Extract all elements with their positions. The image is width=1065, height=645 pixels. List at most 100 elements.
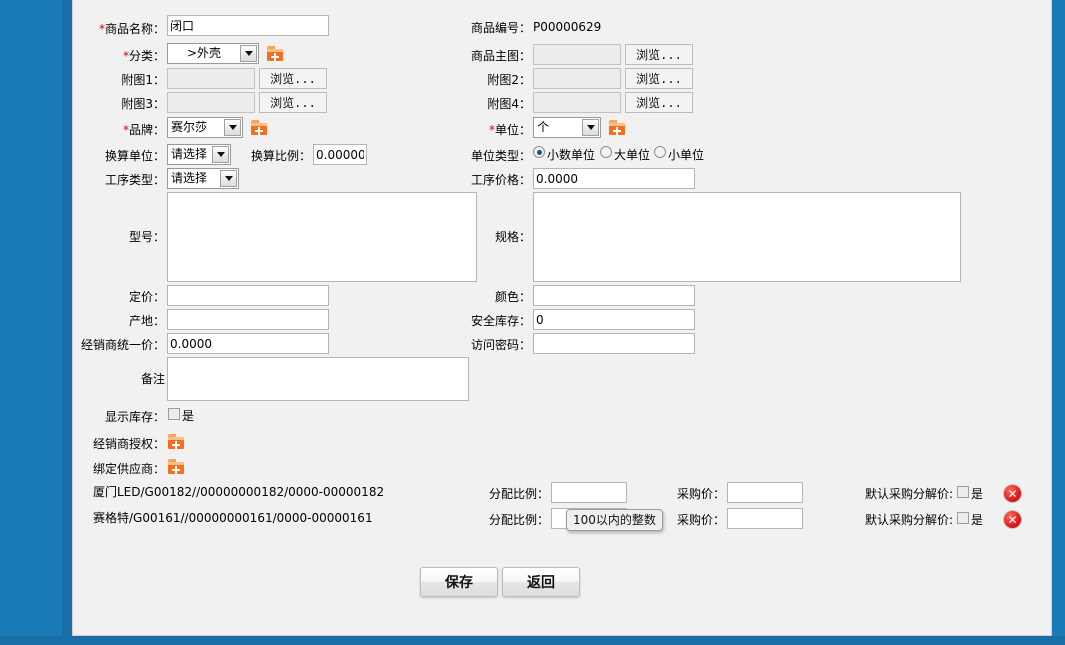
convert-unit-select[interactable]: 请选择 [167, 144, 231, 165]
show-stock-label: 显示库存： [104, 410, 165, 424]
brand-select-value: 赛尔莎 [171, 120, 208, 134]
add-unit-folder-icon[interactable] [609, 120, 625, 135]
image1-browse-button[interactable]: 浏览... [259, 68, 327, 89]
product-name-input[interactable] [167, 15, 329, 36]
unit-type-radio-1[interactable] [600, 146, 612, 158]
supplier-row-0-purchase-label: 采购价： [676, 487, 725, 501]
supplier-row-1-text: 赛格特/G00161//00000000161/0000-00000161 [93, 511, 373, 525]
unit-type-radio-0[interactable] [533, 146, 545, 158]
access-password-input[interactable] [533, 333, 695, 354]
model-label: 型号： [128, 230, 165, 244]
unit-type-option-1-label: 大单位 [614, 148, 651, 162]
origin-input[interactable] [167, 309, 329, 330]
process-price-label: 工序价格： [470, 173, 531, 187]
back-button[interactable]: 返回 [502, 567, 580, 597]
required-asterisk: * [122, 123, 129, 137]
add-category-folder-icon[interactable] [267, 46, 283, 61]
category-select-value: >外壳 [186, 46, 222, 60]
safety-stock-input[interactable] [533, 309, 695, 330]
image1-input[interactable] [167, 68, 255, 89]
chevron-down-icon [240, 45, 257, 62]
remark-label: 备注 [140, 372, 165, 386]
show-stock-checkbox[interactable] [168, 408, 180, 420]
color-input[interactable] [533, 285, 695, 306]
supplier-row-0-default-split-checkbox[interactable] [957, 486, 969, 498]
save-button[interactable]: 保存 [420, 567, 498, 597]
unit-type-option-0-label: 小数单位 [547, 148, 596, 162]
chevron-down-icon [212, 146, 229, 163]
origin-label: 产地： [128, 314, 165, 328]
supplier-row-0-yes-label: 是 [971, 487, 984, 501]
image4-label: 附图4： [487, 97, 531, 111]
image1-label: 附图1： [121, 73, 165, 87]
chevron-down-icon [224, 119, 241, 136]
product-code-value: P00000629 [533, 20, 602, 34]
supplier-row-0-alloc-input[interactable] [551, 482, 627, 503]
supplier-row-0-delete-circle-icon[interactable]: ✕ [1003, 484, 1022, 503]
show-stock-yes-label: 是 [182, 409, 195, 423]
fixed-price-label: 定价： [128, 290, 165, 304]
image4-browse-button[interactable]: 浏览... [625, 92, 693, 113]
right-blue-rail [1052, 0, 1065, 645]
product-name-label: *商品名称： [98, 22, 165, 36]
image2-browse-button[interactable]: 浏览... [625, 68, 693, 89]
model-textarea[interactable] [167, 192, 477, 282]
supplier-row-1-purchase-input[interactable] [727, 508, 803, 529]
supplier-row-0-text: 厦门LED/G00182//00000000182/0000-00000182 [93, 485, 385, 499]
product-edit-form-panel: *商品名称： *分类： >外壳 附图1： 浏览... 附图3： 浏览... *品… [72, 0, 1052, 636]
dealer-price-input[interactable] [167, 333, 329, 354]
access-password-label: 访问密码： [470, 338, 531, 352]
category-select[interactable]: >外壳 [167, 43, 259, 64]
product-code-label: 商品编号： [470, 21, 531, 35]
unit-label: *单位： [488, 123, 531, 137]
unit-type-option-2-label: 小单位 [668, 148, 705, 162]
convert-ratio-label: 换算比例： [250, 149, 311, 163]
remark-textarea[interactable] [167, 357, 469, 401]
image3-browse-button[interactable]: 浏览... [259, 92, 327, 113]
image3-input[interactable] [167, 92, 255, 113]
convert-unit-select-value: 请选择 [171, 147, 208, 161]
image2-label: 附图2： [487, 73, 531, 87]
add-brand-folder-icon[interactable] [251, 120, 267, 135]
process-type-label: 工序类型： [104, 173, 165, 187]
color-label: 颜色： [494, 290, 531, 304]
image3-label: 附图3： [121, 97, 165, 111]
convert-unit-label: 换算单位： [104, 149, 165, 163]
supplier-row-1-alloc-label: 分配比例： [488, 513, 549, 527]
image4-input[interactable] [533, 92, 621, 113]
main-image-label: 商品主图： [470, 49, 531, 63]
bind-supplier-folder-add-icon[interactable] [168, 459, 184, 474]
spec-label: 规格： [494, 230, 531, 244]
supplier-row-0-purchase-input[interactable] [727, 482, 803, 503]
left-blue-rail [0, 0, 62, 645]
fixed-price-input[interactable] [167, 285, 329, 306]
process-price-input[interactable] [533, 168, 695, 189]
left-rail-divider [62, 0, 72, 645]
required-asterisk: * [98, 22, 105, 36]
safety-stock-label: 安全库存： [470, 314, 531, 328]
required-asterisk: * [122, 49, 129, 63]
supplier-row-1-yes-label: 是 [971, 513, 984, 527]
main-image-browse-button[interactable]: 浏览... [625, 44, 693, 65]
brand-select[interactable]: 赛尔莎 [167, 117, 243, 138]
unit-select[interactable]: 个 [533, 117, 601, 138]
unit-select-value: 个 [537, 120, 550, 134]
supplier-row-1-default-split-label: 默认采购分解价: [865, 513, 954, 527]
spec-textarea[interactable] [533, 192, 961, 282]
dealer-auth-folder-add-icon[interactable] [168, 434, 184, 449]
unit-type-radio-2[interactable] [654, 146, 666, 158]
image2-input[interactable] [533, 68, 621, 89]
dealer-price-label: 经销商统一价： [80, 338, 165, 352]
process-type-select[interactable]: 请选择 [167, 168, 239, 189]
supplier-row-1-default-split-checkbox[interactable] [957, 512, 969, 524]
convert-ratio-input[interactable] [313, 144, 367, 165]
process-type-select-value: 请选择 [171, 171, 208, 185]
supplier-row-1-delete-circle-icon[interactable]: ✕ [1003, 510, 1022, 529]
chevron-down-icon [220, 170, 237, 187]
bottom-blue-rail [0, 636, 1065, 645]
alloc-ratio-tooltip: 100以内的整数 [566, 509, 663, 531]
chevron-down-icon [582, 119, 599, 136]
main-image-input[interactable] [533, 44, 621, 65]
required-asterisk: * [488, 123, 495, 137]
dealer-auth-label: 经销商授权： [92, 437, 165, 451]
